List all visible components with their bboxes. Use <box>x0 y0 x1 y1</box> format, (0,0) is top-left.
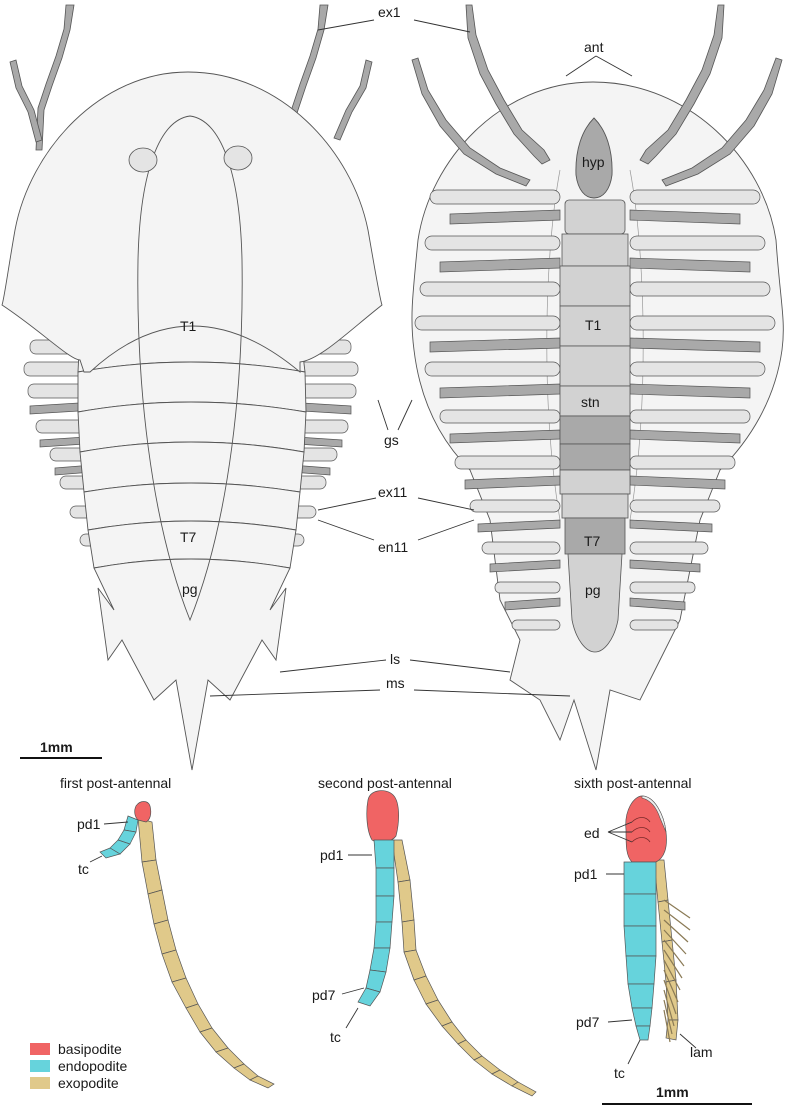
limb-sixth-exopodite <box>653 859 679 1041</box>
dorsal-right-eye <box>223 145 253 171</box>
dorsal-head-shield <box>1 71 383 373</box>
legend-label-exopodite: exopodite <box>58 1075 119 1091</box>
limb-first-leaders <box>89 821 129 863</box>
limb-panel-second-title: second post-antennal <box>318 775 452 791</box>
dorsal-view: T1 T7 pg <box>1 4 383 771</box>
label-dorsal-t7: T7 <box>180 529 197 545</box>
limb-sixth-endites <box>631 817 651 843</box>
limb-second-label-pd1: pd1 <box>320 847 344 863</box>
ventral-sternites <box>559 199 631 653</box>
limb-first-label-pd1: pd1 <box>77 816 101 832</box>
dorsal-trunk <box>77 317 307 771</box>
limb-sixth-lamellae <box>663 899 691 1043</box>
ventral-antennae <box>411 4 783 187</box>
label-ms: ms <box>386 675 405 691</box>
limb-second-label-tc: tc <box>330 1029 341 1045</box>
limb-first-exopodite <box>137 817 275 1089</box>
limb-second-basipodite <box>366 790 399 843</box>
limb-panel-sixth: sixth post-antennal <box>574 775 713 1081</box>
limb-second-exopodite <box>391 839 537 1097</box>
limb-sixth-label-ed: ed <box>584 825 600 841</box>
limb-sixth-label-pd7: pd7 <box>576 1014 600 1030</box>
scale-bar-bottom-label: 1mm <box>656 1084 689 1100</box>
limb-sixth-basipodite-tip <box>641 795 667 833</box>
limb-second-label-pd7: pd7 <box>312 987 336 1003</box>
leader-lines <box>209 19 633 697</box>
label-ventral-pg: pg <box>585 582 601 598</box>
limb-sixth-endopodite <box>623 861 657 1041</box>
legend-swatch-endopodite <box>30 1060 50 1072</box>
label-ls: ls <box>390 651 400 667</box>
label-ex11: ex11 <box>378 484 408 500</box>
label-ventral-t1: T1 <box>585 317 602 333</box>
limb-first-endopodite <box>99 815 139 859</box>
label-ex1: ex1 <box>378 4 401 20</box>
dorsal-antennae <box>9 4 373 151</box>
legend-label-endopodite: endopodite <box>58 1058 128 1074</box>
dorsal-left-eye <box>128 147 158 173</box>
label-ventral-t7: T7 <box>584 533 601 549</box>
limb-sixth-label-pd1: pd1 <box>574 866 598 882</box>
legend: basipodite endopodite exopodite <box>30 1041 128 1091</box>
legend-label-basipodite: basipodite <box>58 1041 122 1057</box>
limb-sixth-label-tc: tc <box>614 1065 625 1081</box>
scale-bar-top-label: 1mm <box>40 739 73 755</box>
limb-first-basipodite <box>134 801 152 823</box>
limb-second-endopodite <box>357 839 395 1007</box>
legend-swatch-exopodite <box>30 1077 50 1089</box>
limb-sixth-leaders <box>606 821 697 1065</box>
limb-first-label-tc: tc <box>78 861 89 877</box>
limb-second-leaders <box>341 854 372 1029</box>
limb-sixth-basipodite <box>625 795 667 863</box>
limb-panel-second: second post-antennal <box>312 775 537 1097</box>
label-ant: ant <box>584 39 604 55</box>
dorsal-axial-lobe <box>137 115 243 622</box>
limb-panel-first-title: first post-antennal <box>60 775 171 791</box>
label-en11: en11 <box>378 539 408 555</box>
legend-swatch-basipodite <box>30 1043 50 1055</box>
label-gs: gs <box>384 432 399 448</box>
label-dorsal-pg: pg <box>182 581 198 597</box>
label-ventral-hyp: hyp <box>582 154 605 170</box>
limb-panel-sixth-title: sixth post-antennal <box>574 775 692 791</box>
label-ventral-stn: stn <box>581 394 600 410</box>
limb-sixth-label-lam: lam <box>690 1044 713 1060</box>
ventral-appendages <box>414 189 776 631</box>
label-dorsal-t1: T1 <box>180 318 197 334</box>
ventral-view: hyp <box>411 4 784 771</box>
limb-panel-first: first post-antennal pd1 tc <box>60 775 275 1089</box>
ventral-hypostome <box>575 117 613 199</box>
